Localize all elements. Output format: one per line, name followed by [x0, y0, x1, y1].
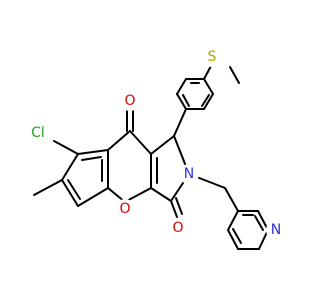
bond-chromone — [129, 130, 152, 155]
bond-lower-carbonyl — [175, 197, 183, 215]
bond-phenyl — [203, 78, 214, 95]
bond-chromone — [107, 130, 131, 151]
atom-label-layer: S Cl O O O N N — [31, 49, 281, 238]
label-pad — [120, 91, 140, 111]
bond-benzo-double — [81, 156, 102, 161]
bond-benzo — [61, 179, 79, 207]
bond-c-methyl — [33, 179, 63, 196]
bond-pyridine — [227, 229, 239, 250]
bond-benzo — [61, 153, 79, 181]
bond-phenyl-double — [201, 94, 210, 107]
sulfur-atom-label: S — [208, 49, 217, 65]
bond-pyridine — [227, 210, 239, 231]
molecule-structure: S Cl O O O N N — [24, 47, 286, 250]
pyridine-nitrogen-label: N — [271, 222, 281, 238]
bond-sme-methyl — [229, 66, 240, 84]
pyrrolidine-nitrogen-label: N — [184, 166, 194, 182]
bond-ring — [150, 135, 175, 155]
bond-ring — [150, 187, 172, 202]
bond-pyridine-double — [254, 215, 264, 231]
bond-phenyl-double — [182, 94, 190, 107]
bond-pyridine-double — [232, 228, 242, 244]
label-pad — [179, 164, 199, 184]
lower-carbonyl-oxygen-label: O — [172, 220, 183, 236]
bond-pyridine — [257, 210, 269, 231]
bond-ch-aryl — [173, 108, 187, 137]
molecule-canvas: S Cl O O O N N — [24, 47, 286, 250]
bond-c-cl — [53, 140, 79, 155]
bond-phenyl — [203, 93, 214, 110]
label-pad — [115, 199, 135, 219]
bond-pyridine — [258, 229, 269, 250]
label-pad-layer — [24, 47, 286, 240]
ring-oxygen-label: O — [119, 201, 130, 217]
upper-carbonyl-oxygen-label: O — [124, 93, 135, 109]
label-pad — [24, 120, 50, 146]
chlorine-atom-label: Cl — [31, 125, 45, 141]
bond-phenyl — [176, 78, 187, 95]
label-pad — [168, 218, 188, 238]
bond-s-aryl — [203, 65, 212, 80]
bond-phenyl — [176, 93, 187, 110]
bond-lower-carbonyl — [170, 200, 178, 218]
bond-benzo — [77, 149, 109, 155]
bond-layer — [33, 65, 269, 250]
bond-chromone — [124, 187, 152, 203]
bond-ch2-pyridine — [224, 187, 239, 212]
label-pad — [266, 220, 286, 240]
bond-benzo-double — [67, 179, 81, 200]
bond-benzo — [77, 187, 109, 207]
label-pad — [202, 47, 222, 67]
